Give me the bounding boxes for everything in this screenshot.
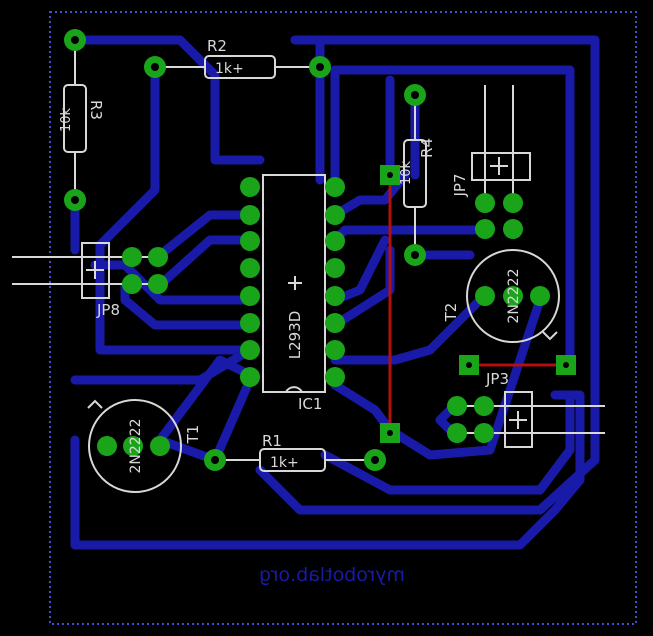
r2-label: R2 [207, 37, 227, 55]
pads [64, 29, 576, 471]
r4-value: 10k [399, 160, 414, 185]
jp3-label: JP3 [485, 370, 509, 388]
top-traces [388, 175, 565, 430]
r2-value: 1k+ [215, 61, 244, 77]
pad-holes [71, 36, 569, 464]
t2-label: T2 [442, 303, 460, 323]
jp8-label: JP8 [96, 301, 120, 319]
r4-label: R4 [418, 138, 436, 158]
r3-label: R3 [87, 100, 105, 120]
bottom-traces [70, 35, 600, 550]
t2-value: 2N2222 [506, 268, 522, 323]
footer-text-group: myrobotlab.org [259, 564, 405, 586]
r1-label: R1 [262, 432, 282, 450]
ic1-label: IC1 [298, 395, 322, 413]
t1-value: 2N2222 [128, 418, 144, 473]
t1-label: T1 [184, 425, 202, 445]
jumper-marks [86, 157, 527, 429]
component-labels: R2 1k+ R1 1k+ R3 10k R4 10k L293D IC1 JP… [59, 37, 522, 474]
ic1-value: L293D [286, 311, 304, 360]
r3-value: 10k [59, 107, 74, 132]
footer-text: myrobotlab.org [259, 564, 405, 586]
r1-value: 1k+ [270, 455, 299, 471]
jp7-label: JP7 [451, 173, 469, 197]
board-outline [49, 11, 637, 625]
